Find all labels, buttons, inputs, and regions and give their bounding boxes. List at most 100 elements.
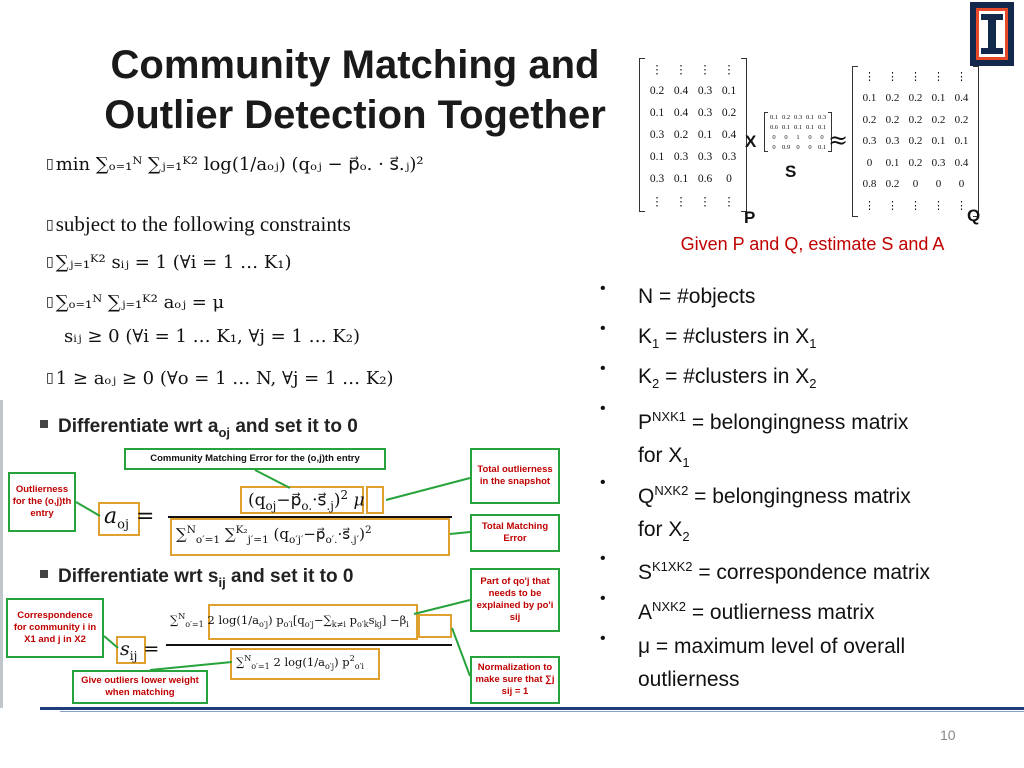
S-cell: 0.2 <box>781 113 791 121</box>
P-cell: 0.4 <box>673 107 689 119</box>
definition-text: K2 = #clusters in X2 <box>638 360 1018 400</box>
approx-symbol: ≈ <box>828 126 849 154</box>
title-line-2: Outlier Detection Together <box>104 93 606 137</box>
definition-sup: NXK2 <box>654 483 689 498</box>
heading-1-text: Differentiate wrt a <box>58 416 219 437</box>
Q-cell: 0.1 <box>885 156 900 169</box>
P-cell: ⋮ <box>651 64 663 76</box>
highlight-sij <box>116 636 146 664</box>
definition-sup: NXK1 <box>652 409 686 424</box>
label-p: P <box>744 208 756 227</box>
constraint-2: ▯∑ₒ₌₁ᴺ ∑ⱼ₌₁ᴷ² aₒⱼ = μ <box>46 292 225 313</box>
Q-cell: 0 <box>935 178 942 191</box>
sij-denominator: ∑No′=1 2 log(1/ao′j) p2o′i <box>236 654 364 672</box>
Q-cell: 0.2 <box>885 92 900 105</box>
aoj-symbol: aoj = <box>104 504 155 533</box>
P-cell: 0.1 <box>649 151 665 163</box>
P-cell: ⋮ <box>699 196 711 208</box>
P-cell: 0.1 <box>673 173 689 185</box>
Q-cell: 0.1 <box>931 135 946 148</box>
Q-cell: 0.3 <box>931 156 946 169</box>
definition-pre: A <box>638 601 653 624</box>
definition-sub2: 2 <box>809 376 817 392</box>
footer-rule <box>40 707 1024 710</box>
definition-post: = outlierness matrix <box>685 601 875 624</box>
Q-cell: 0.1 <box>862 92 877 105</box>
Q-cell: 0.4 <box>954 92 969 105</box>
P-cell: 0.4 <box>673 85 689 97</box>
formula-constraint-3: sᵢⱼ ≥ 0 (∀i = 1 … K₁, ∀j = 1 … K₂) <box>64 326 361 347</box>
P-cell: 0.1 <box>697 129 713 141</box>
derivation-figure: Differentiate wrt aoj and set it to 0 Co… <box>0 400 585 708</box>
bullet-icon: • <box>600 550 606 567</box>
box-total-outlierness: Total outlierness in the snapshot <box>470 448 560 504</box>
Q-cell: ⋮ <box>956 200 967 213</box>
Q-cell: 0.2 <box>931 113 946 126</box>
bullet-icon: • <box>600 360 606 377</box>
formula-subject-to: subject to the following constraints <box>55 212 351 236</box>
S-cell: 0.6 <box>769 123 779 131</box>
definition-post: = #clusters in X <box>659 325 810 348</box>
P-cell: 0.3 <box>649 173 665 185</box>
definition-sub2: 1 <box>809 336 817 352</box>
figure-left-border <box>0 400 3 708</box>
S-cell: 0.1 <box>805 123 815 131</box>
bullet-icon: • <box>600 630 606 647</box>
formula-constraint-1: ∑ⱼ₌₁ᴷ² sᵢⱼ = 1 (∀i = 1 … K₁) <box>55 252 292 273</box>
Q-cell: 0.2 <box>862 113 877 126</box>
P-cell: 0.1 <box>721 85 737 97</box>
Q-cell: 0.4 <box>954 156 969 169</box>
S-cell: 0.1 <box>793 123 803 131</box>
Q-cell: 0 <box>958 178 965 191</box>
P-row: ⋮⋮⋮⋮ <box>645 58 741 80</box>
bullet-icon: • <box>600 590 606 607</box>
highlight-sij-numerator <box>208 604 418 640</box>
Q-cell: 0 <box>866 156 873 169</box>
title-line-1: Community Matching and <box>110 43 600 87</box>
S-cell: 0 <box>796 143 800 151</box>
constraint-4: ▯1 ≥ aₒⱼ ≥ 0 (∀o = 1 … N, ∀j = 1 … K₂) <box>46 368 394 389</box>
numerator-expression: (qoj−p⃗o.·s⃗.j)2 μ <box>248 488 365 514</box>
definition-pre: Q <box>638 485 655 508</box>
label-q: Q <box>967 206 981 225</box>
footer-rule-thin <box>60 711 1024 712</box>
Q-cell: 0.1 <box>954 135 969 148</box>
S-cell: 0.1 <box>781 123 791 131</box>
bullet-icon: • <box>600 400 606 417</box>
formula-objective: min ∑ₒ₌₁ᴺ ∑ⱼ₌₁ᴷ² log(1/aₒⱼ) (qₒⱼ − p⃗ₒ. … <box>55 154 424 175</box>
S-cell: 0 <box>772 143 776 151</box>
box-cm-error: Community Matching Error for the (o,j)th… <box>124 448 386 470</box>
Q-cell: ⋮ <box>933 71 944 84</box>
highlight-sij-denominator <box>230 648 380 680</box>
P-cell: ⋮ <box>723 196 735 208</box>
page-number: 10 <box>940 727 956 743</box>
slide-title: Community Matching and Outlier Detection… <box>60 40 650 140</box>
Q-cell: ⋮ <box>864 200 875 213</box>
label-x: X <box>745 132 757 151</box>
S-cell: 0.3 <box>817 113 827 121</box>
box-total-matching: Total Matching Error <box>470 514 560 552</box>
definition-post: = correspondence matrix <box>692 561 931 584</box>
P-cell: 0.2 <box>649 85 665 97</box>
P-cell: 0.1 <box>649 107 665 119</box>
bullet-icon: • <box>600 280 606 297</box>
box-normalization: Normalization to make sure that ∑j sij =… <box>470 656 560 704</box>
P-cell: ⋮ <box>675 196 687 208</box>
definition-text: ANXK2 = outlierness matrix <box>638 590 1018 629</box>
definition-line2: for X <box>638 444 683 467</box>
heading-1-post: and set it to 0 <box>230 416 358 437</box>
matrix-caption: Given P and Q, estimate S and A <box>680 234 945 254</box>
definition-text: K1 = #clusters in X1 <box>638 320 1018 360</box>
formula-constraint-2: ∑ₒ₌₁ᴺ ∑ⱼ₌₁ᴷ² aₒⱼ = μ <box>55 292 225 313</box>
S-cell: 0 <box>820 133 824 141</box>
definition-text: SK1XK2 = correspondence matrix <box>638 550 1018 589</box>
